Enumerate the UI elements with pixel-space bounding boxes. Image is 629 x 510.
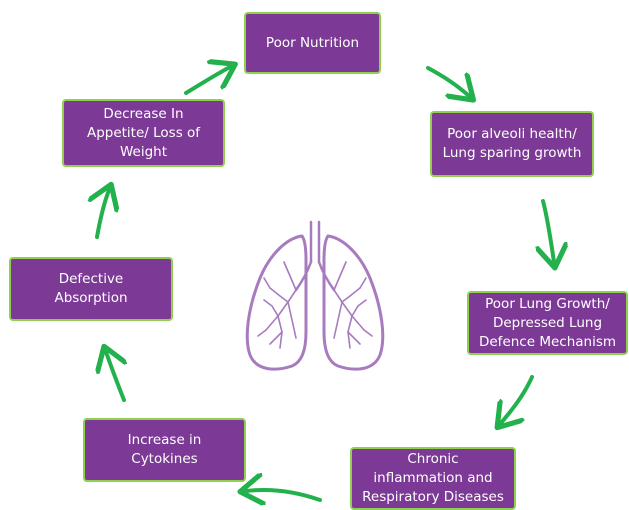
arrow-n6-n7 bbox=[97, 190, 109, 239]
arrow-n2-n3 bbox=[543, 199, 554, 262]
arrow-n5-n6 bbox=[106, 352, 124, 402]
node-poor-alveoli-health: Poor alveoli health/ Lung sparing growth bbox=[430, 111, 594, 177]
node-defective-absorption: Defective Absorption bbox=[9, 257, 173, 321]
node-decrease-in-appetite: Decrease In Appetite/ Loss of Weight bbox=[62, 99, 225, 167]
arrow-n4-n5 bbox=[246, 490, 322, 500]
node-poor-lung-growth: Poor Lung Growth/ Depressed Lung Defence… bbox=[467, 291, 628, 355]
arrow-n3-n4 bbox=[501, 375, 534, 423]
node-chronic-inflammation: Chronic inflammation and Respiratory Dis… bbox=[350, 447, 516, 510]
node-increase-in-cytokines: Increase in Cytokines bbox=[83, 418, 246, 482]
arrow-n7-n1 bbox=[184, 67, 230, 95]
arrow-n1-n2 bbox=[426, 66, 469, 96]
node-poor-nutrition: Poor Nutrition bbox=[244, 12, 381, 74]
